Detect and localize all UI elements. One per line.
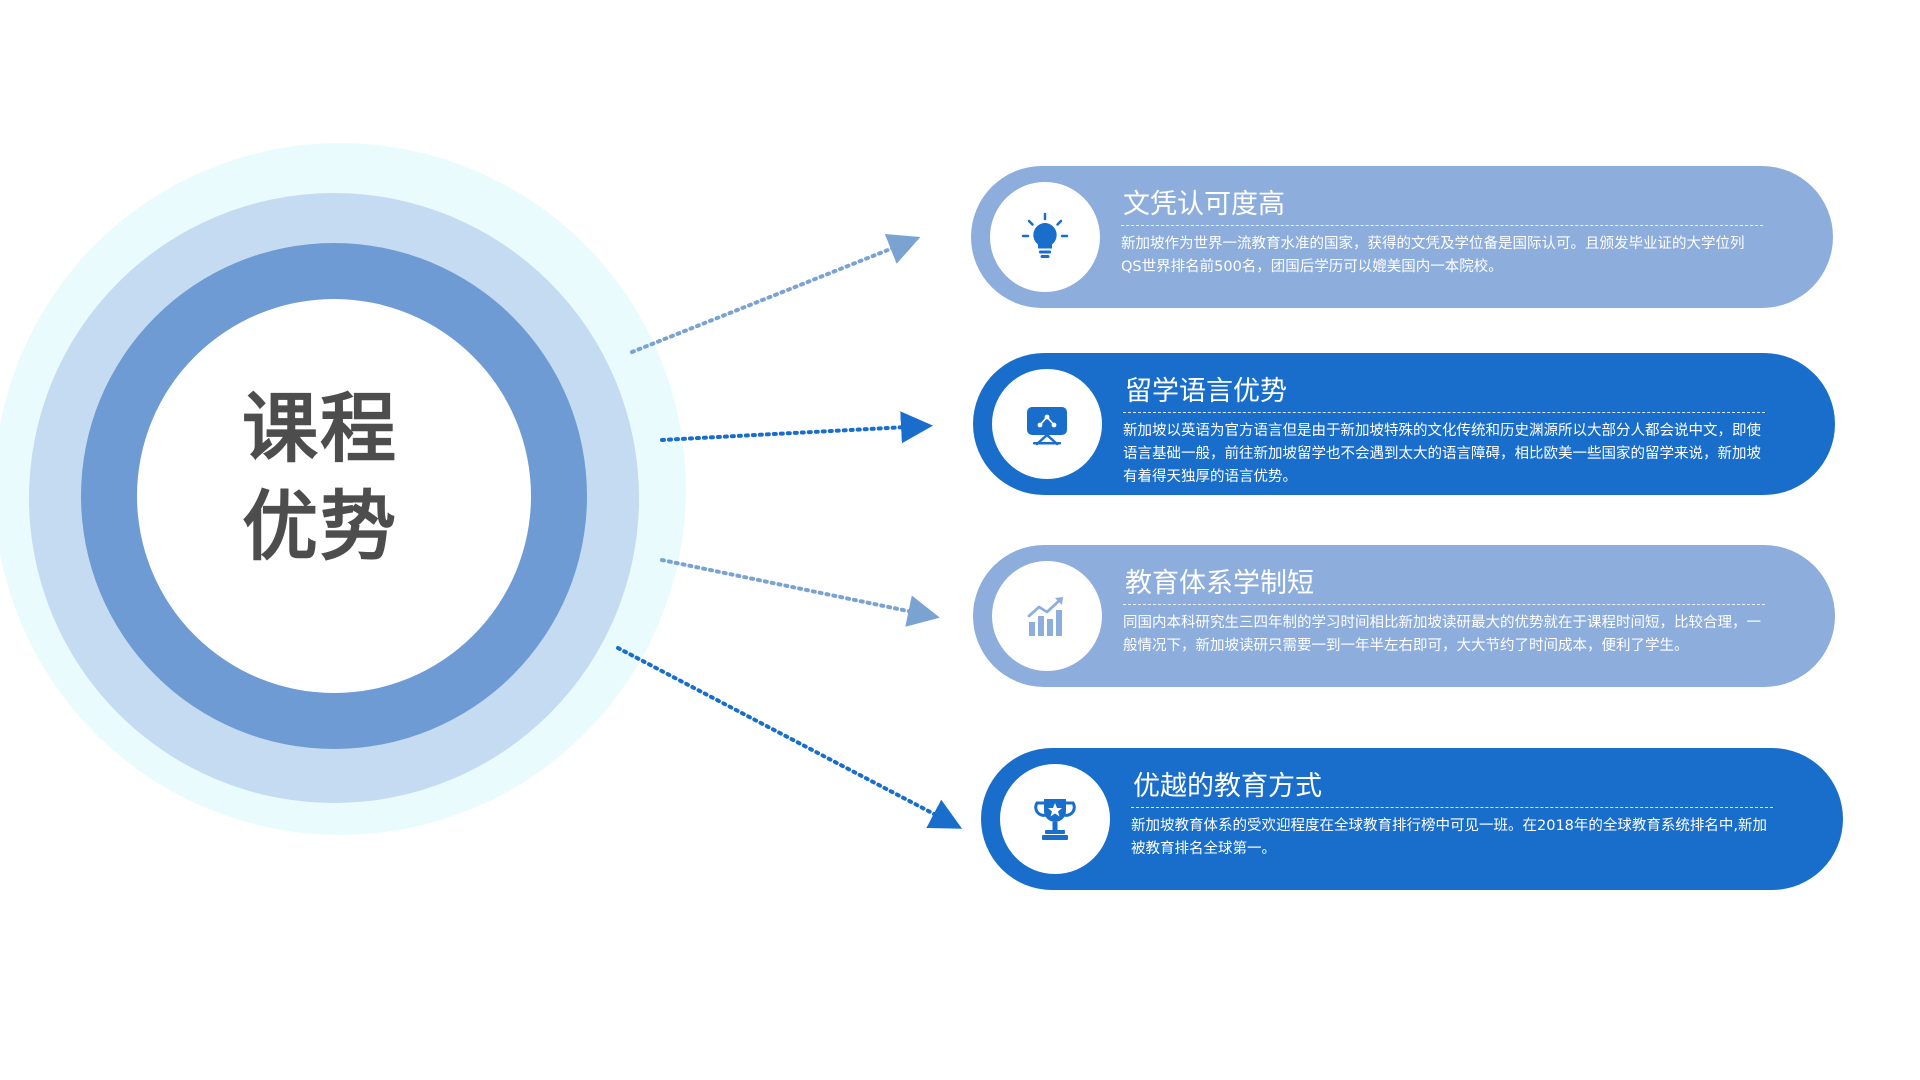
card-description: 新加坡教育体系的受欢迎程度在全球教育排行榜中可见一班。在2018年的全球教育系统… bbox=[1131, 818, 1768, 857]
center-title-line-1: 课程 bbox=[242, 384, 398, 473]
center-title-line-2: 优势 bbox=[242, 482, 398, 571]
presentation-board-icon bbox=[1027, 407, 1067, 446]
card-title: 文凭认可度高 bbox=[1123, 189, 1285, 220]
card-icon-circle bbox=[992, 561, 1102, 671]
card-language-advantage: 留学语言优势 新加坡以英语为官方语言但是由于新加坡特殊的文化传统和历史渊源所以大… bbox=[973, 353, 1835, 495]
card-description: 新加坡作为世界一流教育水准的国家，获得的文凭及学位备是国际认可。且颁发毕业证的大… bbox=[1121, 236, 1745, 275]
card-description: 同国内本科研究生三四年制的学习时间相比新加坡读研最大的优势就在于课程时间短，比较… bbox=[1123, 615, 1761, 654]
connector-arrow-2 bbox=[660, 411, 933, 444]
card-short-education-system: 教育体系学制短 同国内本科研究生三四年制的学习时间相比新加坡读研最大的优势就在于… bbox=[973, 545, 1835, 687]
growth-chart-icon bbox=[1027, 597, 1063, 636]
connector-arrow-3 bbox=[660, 558, 940, 627]
lightbulb-icon bbox=[1021, 212, 1069, 258]
card-divider bbox=[1121, 225, 1763, 226]
card-title: 留学语言优势 bbox=[1125, 376, 1287, 407]
card-divider bbox=[1123, 412, 1765, 413]
card-divider bbox=[1123, 604, 1765, 605]
card-icon-circle bbox=[1000, 764, 1110, 874]
trophy-icon bbox=[1034, 799, 1076, 840]
card-title: 教育体系学制短 bbox=[1125, 568, 1314, 599]
card-diploma-recognition: 文凭认可度高 新加坡作为世界一流教育水准的国家，获得的文凭及学位备是国际认可。且… bbox=[971, 166, 1833, 308]
connector-arrow-1 bbox=[630, 234, 921, 354]
card-icon-circle bbox=[992, 369, 1102, 479]
card-description: 新加坡以英语为官方语言但是由于新加坡特殊的文化传统和历史渊源所以大部分人都会说中… bbox=[1123, 423, 1761, 485]
card-superior-education-method: 优越的教育方式 新加坡教育体系的受欢迎程度在全球教育排行榜中可见一班。在2018… bbox=[981, 748, 1843, 890]
card-title: 优越的教育方式 bbox=[1133, 771, 1322, 802]
card-icon-circle bbox=[990, 182, 1100, 292]
inner-circle bbox=[137, 299, 531, 693]
connector-arrow-4 bbox=[616, 646, 963, 829]
center-title: 课程 优势 bbox=[200, 380, 440, 576]
card-divider bbox=[1131, 807, 1773, 808]
